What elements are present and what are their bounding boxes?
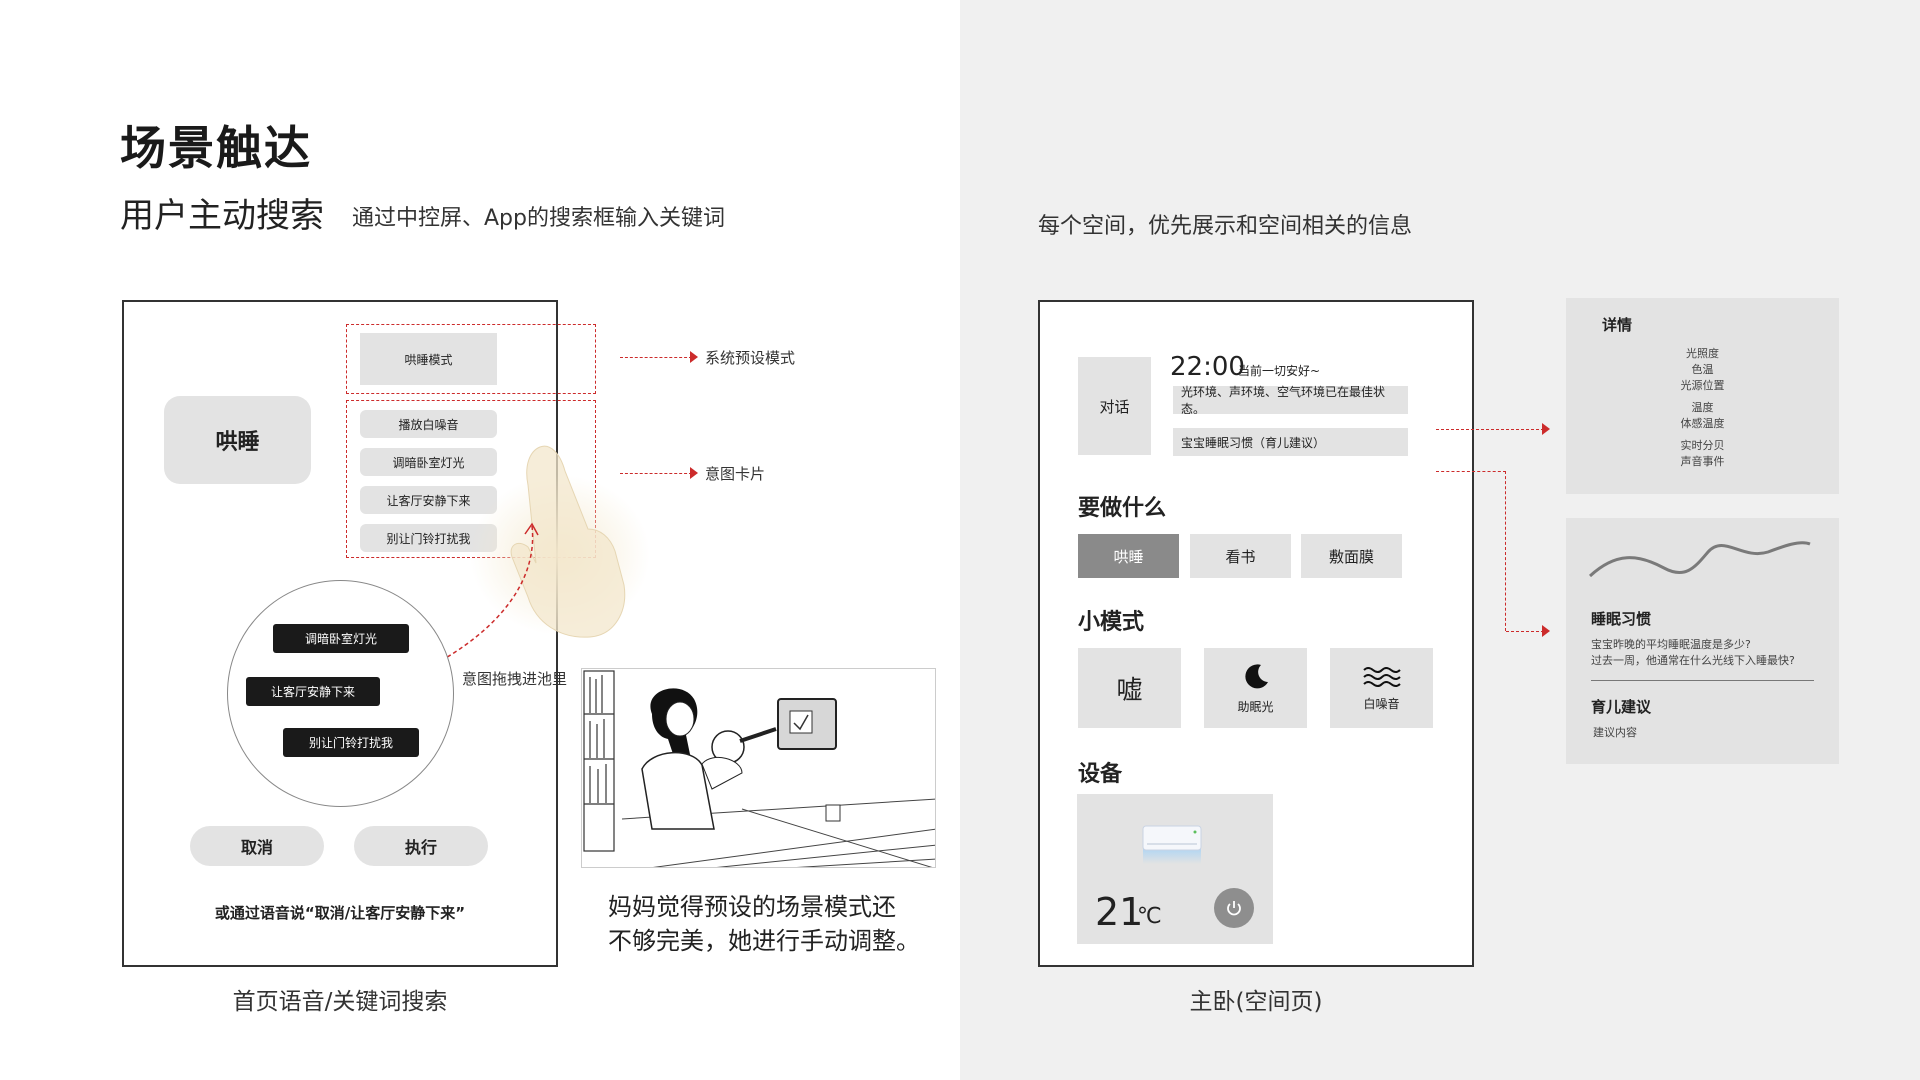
right-intro: 每个空间，优先展示和空间相关的信息 xyxy=(1038,214,1413,239)
detail-item: 温度 xyxy=(1691,401,1714,414)
drag-callout: 意图拖拽进池里 xyxy=(462,670,568,688)
detail-item: 色温 xyxy=(1691,363,1714,376)
cancel-button[interactable]: 取消 xyxy=(190,826,324,866)
tab-read[interactable]: 看书 xyxy=(1190,534,1291,578)
temperature-unit: ℃ xyxy=(1137,904,1162,929)
section-device: 设备 xyxy=(1078,762,1123,787)
habit-connector xyxy=(1436,471,1506,472)
habit-connector xyxy=(1506,631,1544,632)
environment-status[interactable]: 光环境、声环境、空气环境已在最佳状态。 xyxy=(1173,385,1408,416)
air-conditioner-card[interactable] xyxy=(1077,794,1273,944)
detail-item: 声音事件 xyxy=(1680,455,1725,468)
arrow-right-icon xyxy=(690,467,698,479)
section-mini: 小模式 xyxy=(1078,610,1145,635)
preset-callout-line xyxy=(620,357,692,358)
clock: 22:00 xyxy=(1170,352,1245,382)
parenting-advice-body: 建议内容 xyxy=(1593,726,1637,739)
detail-item: 实时分贝 xyxy=(1680,439,1725,452)
detail-item: 光源位置 xyxy=(1680,379,1725,392)
intent-card[interactable]: 让客厅安静下来 xyxy=(360,486,497,514)
pool-item[interactable]: 让客厅安静下来 xyxy=(246,677,380,706)
moon-icon xyxy=(1244,663,1268,688)
section-todo: 要做什么 xyxy=(1078,496,1167,521)
parenting-advice-title: 育儿建议 xyxy=(1591,698,1652,716)
caption-line: 妈妈觉得预设的场景模式还 xyxy=(608,893,896,921)
page-subtitle: 用户主动搜索 xyxy=(120,196,324,236)
wave-icon xyxy=(1362,666,1401,687)
page-title: 场景触达 xyxy=(120,121,312,175)
intent-card[interactable]: 调暗卧室灯光 xyxy=(360,448,497,476)
divider xyxy=(1591,680,1814,681)
preset-callout: 系统预设模式 xyxy=(705,349,796,367)
intent-callout-line xyxy=(620,473,692,474)
sleep-habit-panel xyxy=(1566,518,1839,764)
mini-mode-white-noise[interactable]: 白噪音 xyxy=(1330,648,1433,728)
mini-mode-label: 助眠光 xyxy=(1237,699,1274,714)
detail-item: 体感温度 xyxy=(1680,417,1725,430)
pool-item[interactable]: 别让门铃打扰我 xyxy=(283,728,419,757)
execute-button[interactable]: 执行 xyxy=(354,826,488,866)
air-conditioner-icon xyxy=(1142,825,1202,864)
voice-hint: 或通过语音说“取消/让客厅安静下来” xyxy=(214,904,466,922)
detail-panel xyxy=(1566,298,1839,494)
arrow-right-icon xyxy=(1542,625,1550,637)
query-bubble[interactable]: 哄睡 xyxy=(164,396,311,484)
power-icon xyxy=(1227,901,1241,916)
habit-question: 过去一周，他通常在什么光线下入睡最快? xyxy=(1591,654,1795,667)
trend-curve xyxy=(1588,541,1811,578)
baby-sleep-habit-row[interactable]: 宝宝睡眠习惯（育儿建议） xyxy=(1173,428,1408,456)
preset-mode-group xyxy=(346,324,596,394)
temperature-value: 21 xyxy=(1095,890,1144,934)
dialog-button[interactable]: 对话 xyxy=(1078,357,1151,455)
caption-line: 不够完美，她进行手动调整。 xyxy=(608,927,920,955)
habit-connector xyxy=(1505,471,1506,631)
preset-mode-button[interactable]: 哄睡模式 xyxy=(360,333,497,385)
home-caption: 首页语音/关键词搜索 xyxy=(232,989,448,1015)
tab-hush[interactable]: 哄睡 xyxy=(1078,534,1179,578)
intent-callout: 意图卡片 xyxy=(705,465,766,483)
detail-connector xyxy=(1436,429,1544,430)
detail-item: 光照度 xyxy=(1686,347,1719,360)
subtitle-note: 通过中控屏、App的搜索框输入关键词 xyxy=(352,206,725,231)
intent-card[interactable]: 播放白噪音 xyxy=(360,410,497,438)
shush-glyph: 嘘 xyxy=(1116,675,1143,706)
power-button[interactable] xyxy=(1214,888,1254,928)
mini-mode-sleep-light[interactable]: 助眠光 xyxy=(1204,648,1307,728)
pool-item[interactable]: 调暗卧室灯光 xyxy=(273,624,409,653)
habit-title: 睡眠习惯 xyxy=(1591,610,1652,628)
arrow-right-icon xyxy=(690,351,698,363)
clock-note: 当前一切安好~ xyxy=(1238,364,1321,378)
mini-mode-label: 白噪音 xyxy=(1363,696,1400,711)
tab-face-mask[interactable]: 敷面膜 xyxy=(1301,534,1402,578)
detail-title: 详情 xyxy=(1602,316,1633,334)
habit-question: 宝宝昨晚的平均睡眠温度是多少? xyxy=(1591,638,1751,651)
mother-baby-illustration xyxy=(581,668,936,868)
arrow-right-icon xyxy=(1542,423,1550,435)
illustration-caption: 妈妈觉得预设的场景模式还 不够完美，她进行手动调整。 xyxy=(608,890,920,958)
mini-mode-shush[interactable]: 嘘 xyxy=(1078,648,1181,728)
room-caption: 主卧(空间页) xyxy=(1189,989,1323,1015)
